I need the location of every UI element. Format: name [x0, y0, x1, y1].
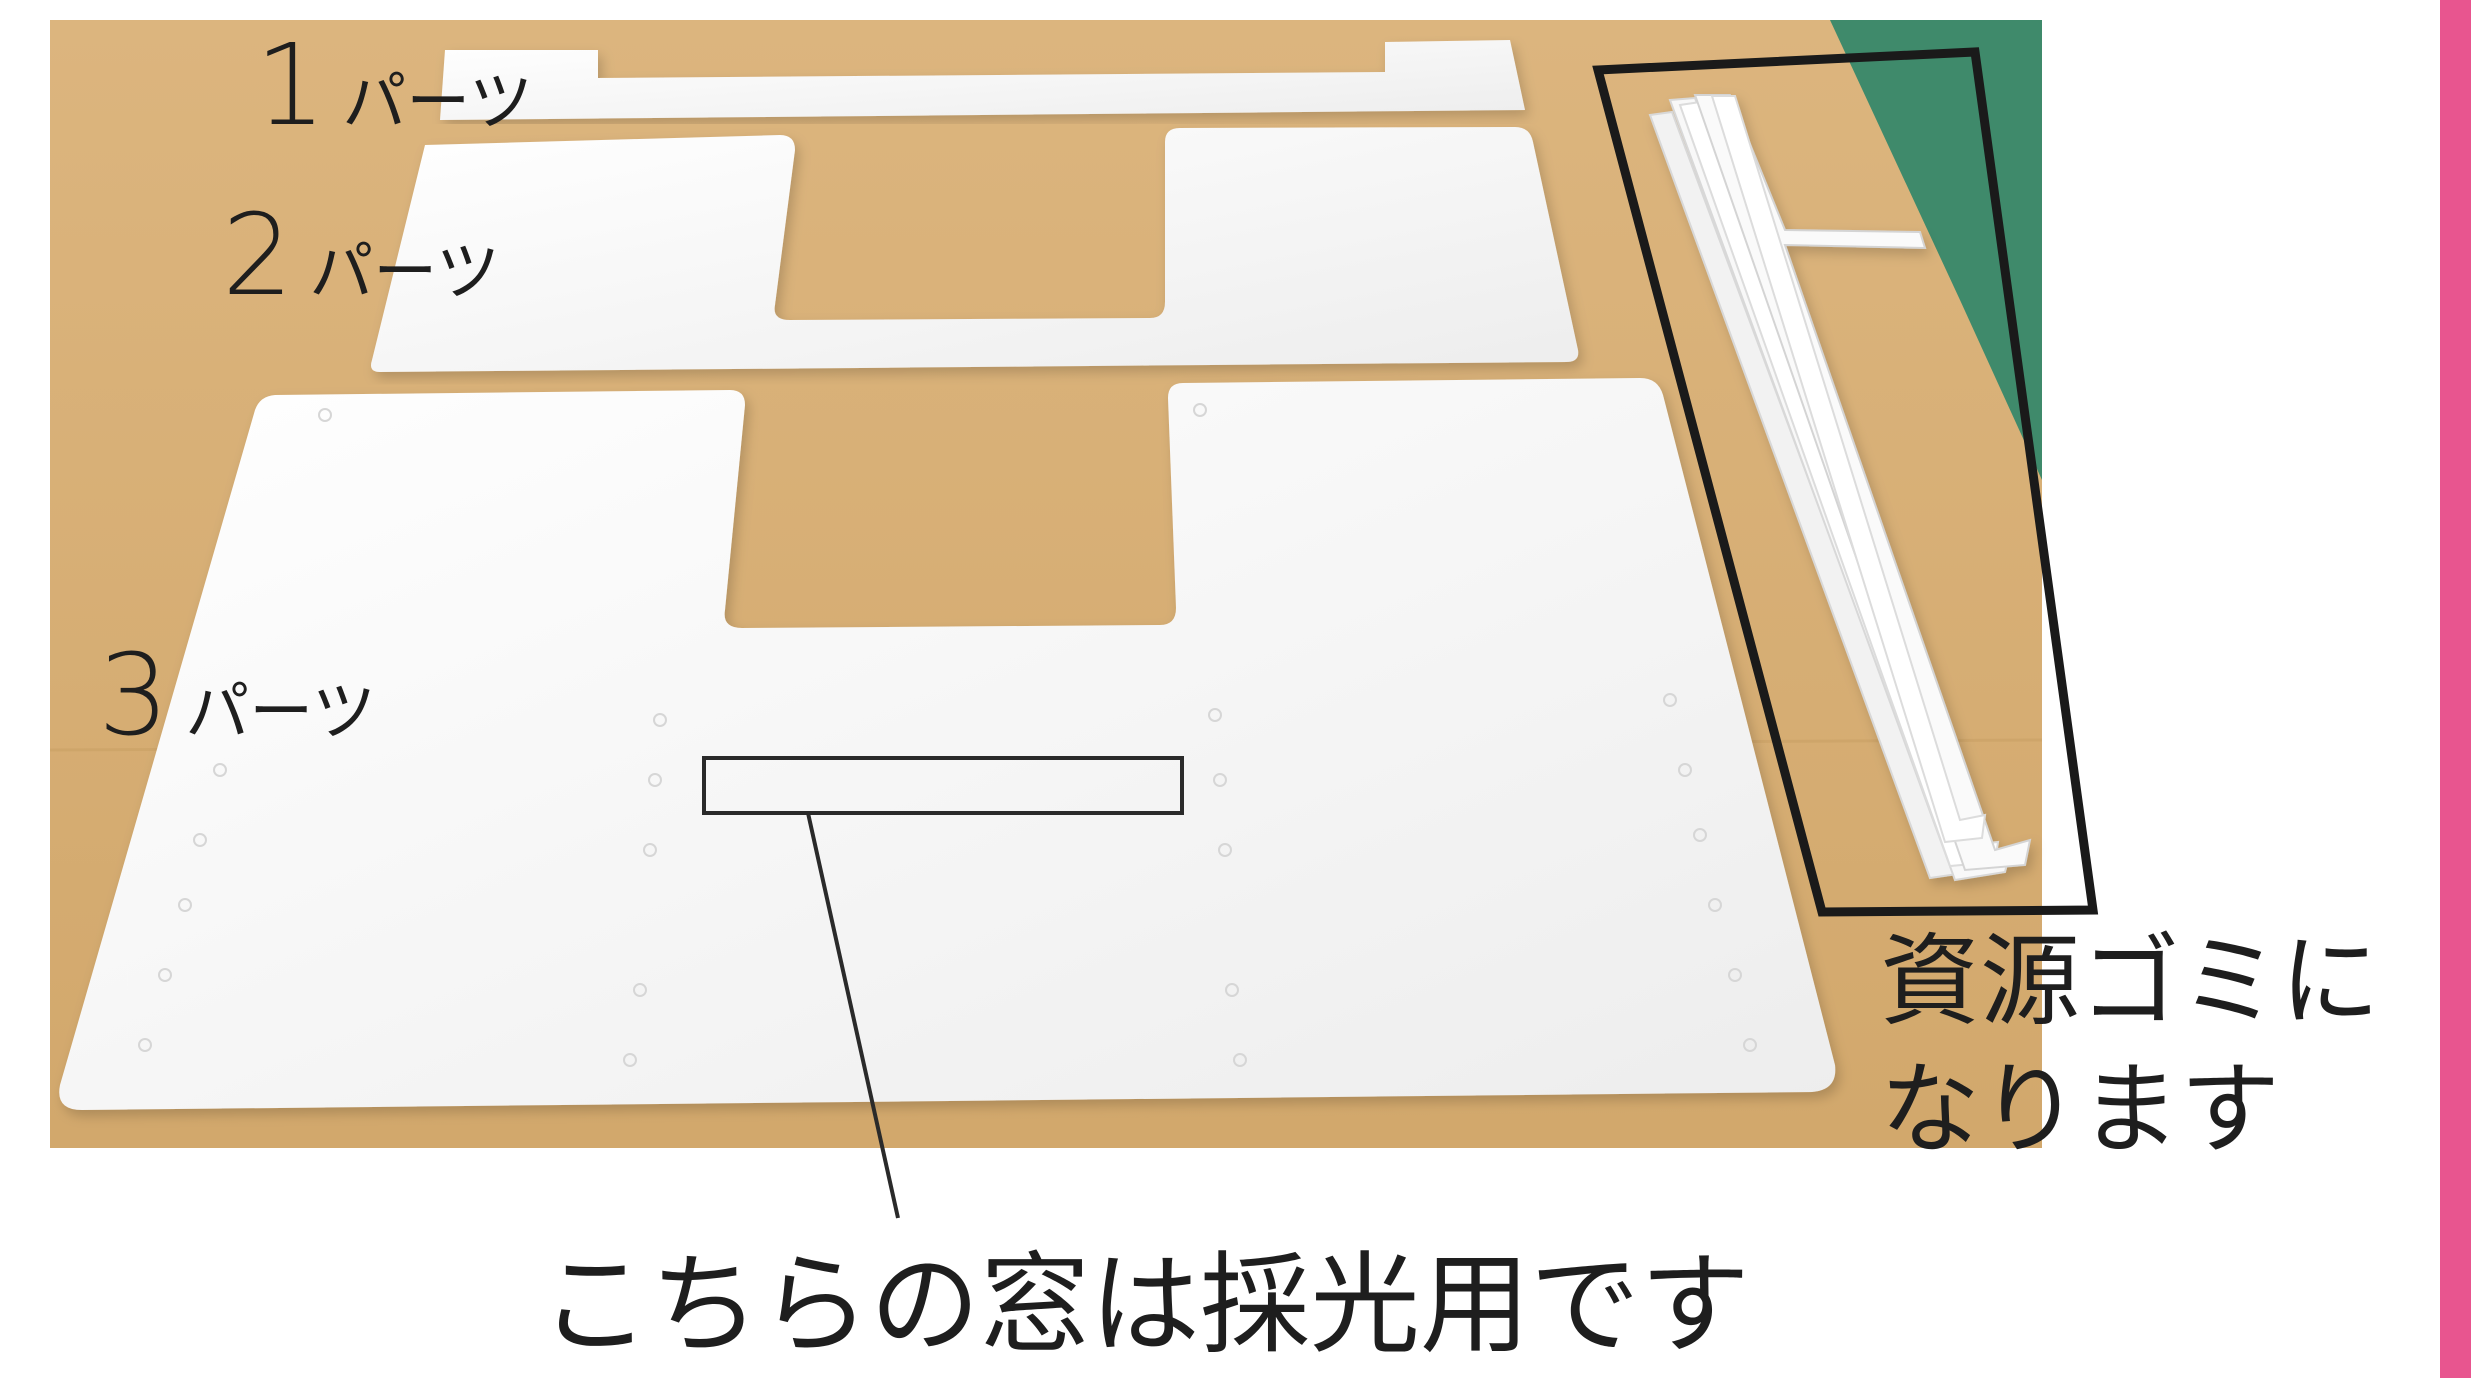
part-3-number: 3 — [98, 631, 170, 761]
part-1-text: パーツ — [342, 66, 533, 140]
accent-side-bar — [2440, 0, 2471, 1378]
recycle-note-line-2: なります — [1880, 1051, 2280, 1168]
scrap-strips — [1648, 94, 2032, 882]
recycle-note: 資源ゴミに なります — [1880, 918, 2380, 1174]
part-3-board — [59, 378, 1836, 1110]
recycle-note-line-1: 資源ゴミに — [1880, 923, 2380, 1040]
window-caption: こちらの窓は採光用です — [540, 1241, 1750, 1369]
window-leader-line — [806, 812, 900, 1219]
part-2-text: パーツ — [309, 236, 500, 310]
part-3-text: パーツ — [185, 676, 376, 750]
window-highlight-box — [702, 756, 1184, 815]
part-2-number: 2 — [222, 191, 294, 321]
scrap-highlight-box — [1592, 47, 2099, 917]
part-1-board — [440, 40, 1525, 120]
peg-holes — [138, 403, 1757, 1067]
part-2-board — [371, 127, 1579, 372]
part-1-number: 1 — [255, 21, 327, 151]
